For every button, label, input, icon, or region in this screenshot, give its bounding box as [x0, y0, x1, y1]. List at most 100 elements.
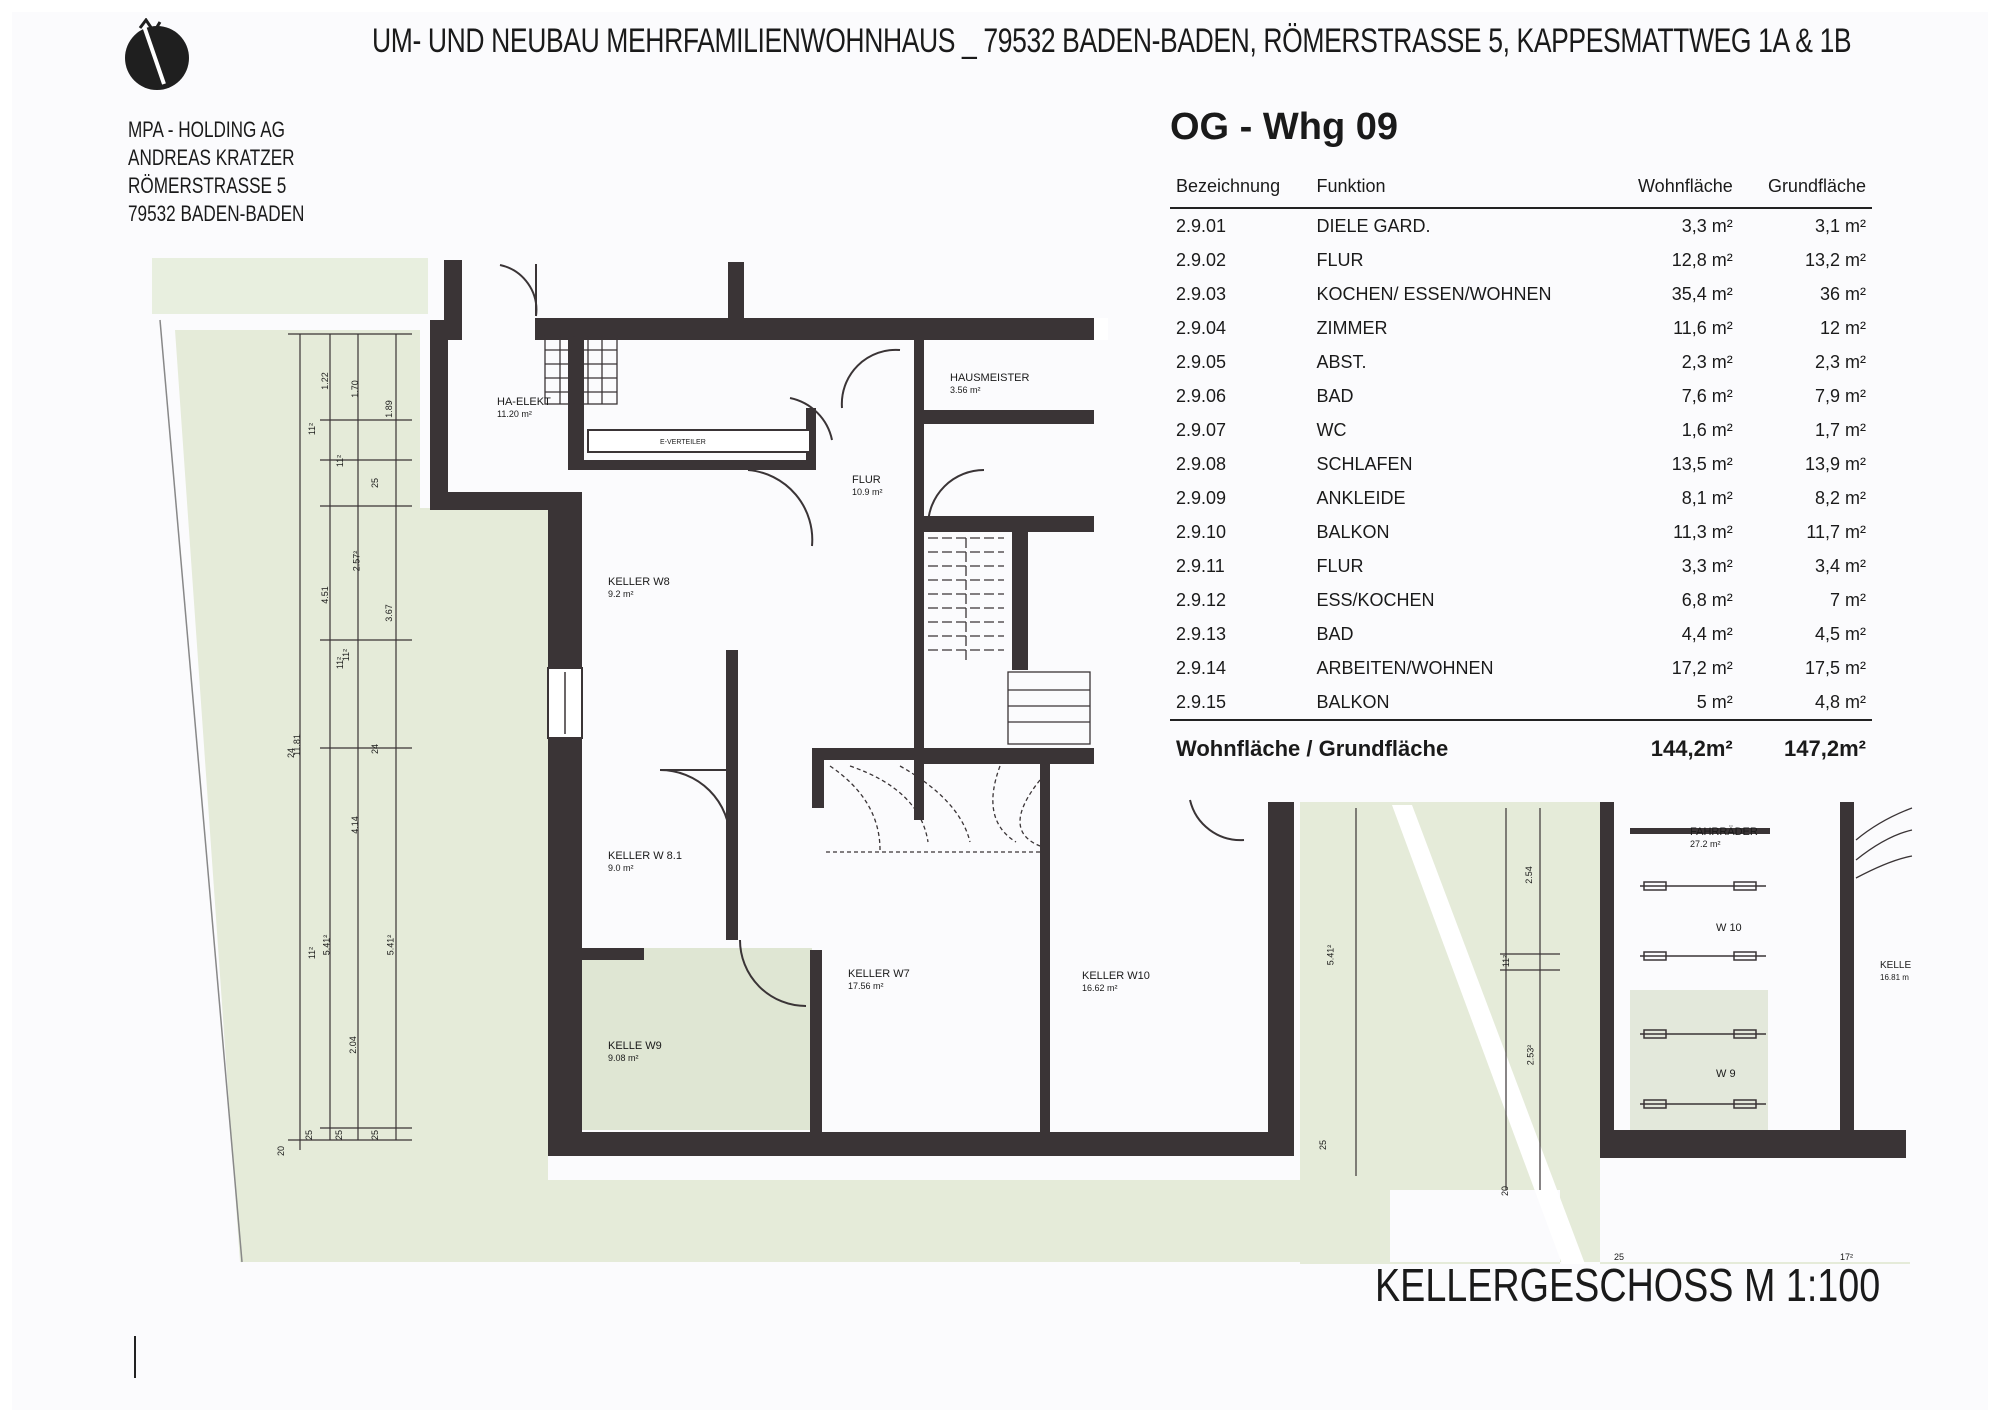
column-header: Funktion [1310, 172, 1610, 209]
room-function-cell: SCHLAFEN [1316, 453, 1413, 474]
table-row: 2.9.09 ANKLEIDE 8,1 m² 8,2 m² [1170, 481, 1872, 515]
grundflaeche-cell: 13,9 m² [1804, 453, 1866, 474]
room-function-cell: BAD [1316, 623, 1354, 644]
total-row: Wohnfläche / Grundfläche 144,2m² 147,2m² [1170, 719, 1872, 777]
table-row: 2.9.06 BAD 7,6 m² 7,9 m² [1170, 379, 1872, 413]
table-row: 2.9.03 KOCHEN/ ESSEN/WOHNEN 35,4 m² 36 m² [1170, 277, 1872, 311]
stairs-right [1855, 807, 1913, 879]
address-line: MPA - HOLDING AG [128, 117, 286, 142]
address-line: RÖMERSTRASSE 5 [128, 173, 287, 198]
room-id-cell: 2.9.10 [1176, 521, 1227, 542]
grundflaeche-cell: 13,2 m² [1804, 249, 1866, 270]
table-row: 2.9.11 FLUR 3,3 m² 3,4 m² [1170, 549, 1872, 583]
column-header: Grundfläche [1738, 172, 1872, 209]
wohnflaeche-cell: 2,3 m² [1681, 351, 1733, 372]
storage-shaded-bike [1630, 990, 1768, 1138]
table-row: 2.9.12 ESS/KOCHEN 6,8 m² 7 m² [1170, 583, 1872, 617]
stairs-ha [544, 335, 618, 405]
garden-area-top [152, 258, 428, 314]
room-function-cell: BALKON [1316, 691, 1390, 712]
company-address: MPA - HOLDING AG ANDREAS KRATZER RÖMERST… [128, 116, 304, 228]
room-function-cell: BALKON [1316, 521, 1390, 542]
verteiler-box [587, 429, 811, 453]
wohnflaeche-cell: 6,8 m² [1681, 589, 1733, 610]
room-function-cell: ZIMMER [1316, 317, 1388, 338]
grundflaeche-cell: 7 m² [1830, 589, 1866, 610]
diagonal-path [1392, 805, 1585, 1264]
room-function-cell: ESS/KOCHEN [1316, 589, 1435, 610]
wohnflaeche-cell: 7,6 m² [1681, 385, 1733, 406]
wohnflaeche-cell: 3,3 m² [1681, 555, 1733, 576]
grundflaeche-cell: 1,7 m² [1814, 419, 1866, 440]
unit-title: OG - Whg 09 [1170, 106, 1398, 148]
stairs-spiral [826, 765, 1041, 853]
plan-label: KELLERGESCHOSS M 1:100 [1375, 1259, 1881, 1311]
total-wohnflaeche: 144,2m² [1609, 719, 1739, 777]
room-function-cell: ARBEITEN/WOHNEN [1316, 657, 1494, 678]
storage-shaded-w9 [580, 948, 812, 1130]
address-line: ANDREAS KRATZER [128, 145, 295, 170]
wohnflaeche-cell: 35,4 m² [1671, 283, 1733, 304]
column-header: Wohnfläche [1609, 172, 1739, 209]
room-id-cell: 2.9.06 [1176, 385, 1227, 406]
room-id-cell: 2.9.12 [1176, 589, 1227, 610]
room-id-cell: 2.9.01 [1176, 215, 1227, 236]
margin-mark [134, 1336, 136, 1378]
grundflaeche-cell: 3,4 m² [1814, 555, 1866, 576]
grundflaeche-cell: 11,7 m² [1806, 521, 1866, 542]
wohnflaeche-cell: 1,6 m² [1681, 419, 1733, 440]
room-id-cell: 2.9.11 [1176, 555, 1225, 576]
total-grundflaeche: 147,2m² [1738, 719, 1872, 777]
room-id-cell: 2.9.05 [1176, 351, 1227, 372]
wohnflaeche-cell: 13,5 m² [1671, 453, 1733, 474]
stairs-main [928, 537, 1004, 660]
room-function-cell: KOCHEN/ ESSEN/WOHNEN [1316, 283, 1552, 304]
room-id-cell: 2.9.02 [1176, 249, 1227, 270]
dimension-lines [288, 333, 1560, 1190]
room-function-cell: FLUR [1316, 249, 1364, 270]
grundflaeche-cell: 7,9 m² [1814, 385, 1866, 406]
grundflaeche-cell: 4,5 m² [1814, 623, 1866, 644]
room-id-cell: 2.9.13 [1176, 623, 1227, 644]
document-title: UM- UND NEUBAU MEHRFAMILIENWOHNHAUS _ 79… [372, 22, 1852, 60]
table-row: 2.9.07 WC 1,6 m² 1,7 m² [1170, 413, 1872, 447]
wall-openings [1094, 318, 1108, 340]
address-line: 79532 BADEN-BADEN [128, 201, 305, 226]
room-id-cell: 2.9.07 [1176, 419, 1227, 440]
wohnflaeche-cell: 17,2 m² [1671, 657, 1733, 678]
room-function-cell: ANKLEIDE [1316, 487, 1406, 508]
room-function-cell: ABST. [1316, 351, 1367, 372]
room-function-cell: DIELE GARD. [1316, 215, 1431, 236]
wohnflaeche-cell: 12,8 m² [1671, 249, 1733, 270]
grundflaeche-cell: 8,2 m² [1814, 487, 1866, 508]
bicycles [1640, 881, 1766, 1109]
stairs-side [1007, 671, 1091, 745]
room-function-cell: BAD [1316, 385, 1354, 406]
total-label: Wohnfläche / Grundfläche [1170, 719, 1610, 777]
grundflaeche-cell: 12 m² [1819, 317, 1866, 338]
table-header-row: Bezeichnung Funktion Wohnfläche Grundflä… [1170, 172, 1872, 209]
room-id-cell: 2.9.03 [1176, 283, 1227, 304]
column-header: Bezeichnung [1170, 172, 1311, 209]
table-row: 2.9.02 FLUR 12,8 m² 13,2 m² [1170, 243, 1872, 277]
grundflaeche-cell: 36 m² [1819, 283, 1866, 304]
room-function-cell: FLUR [1316, 555, 1364, 576]
room-id-cell: 2.9.09 [1176, 487, 1227, 508]
walls [430, 260, 1906, 1158]
property-line-left [159, 319, 243, 1263]
wohnflaeche-cell: 11,6 m² [1673, 317, 1733, 338]
garden-area-left [175, 330, 1910, 1264]
room-id-cell: 2.9.15 [1176, 691, 1227, 712]
garden-area-mid [1300, 802, 1390, 1264]
wohnflaeche-cell: 8,1 m² [1681, 487, 1733, 508]
room-schedule-table: Bezeichnung Funktion Wohnfläche Grundflä… [1170, 172, 1872, 777]
grundflaeche-cell: 3,1 m² [1814, 215, 1866, 236]
room-function-cell: WC [1316, 419, 1347, 440]
